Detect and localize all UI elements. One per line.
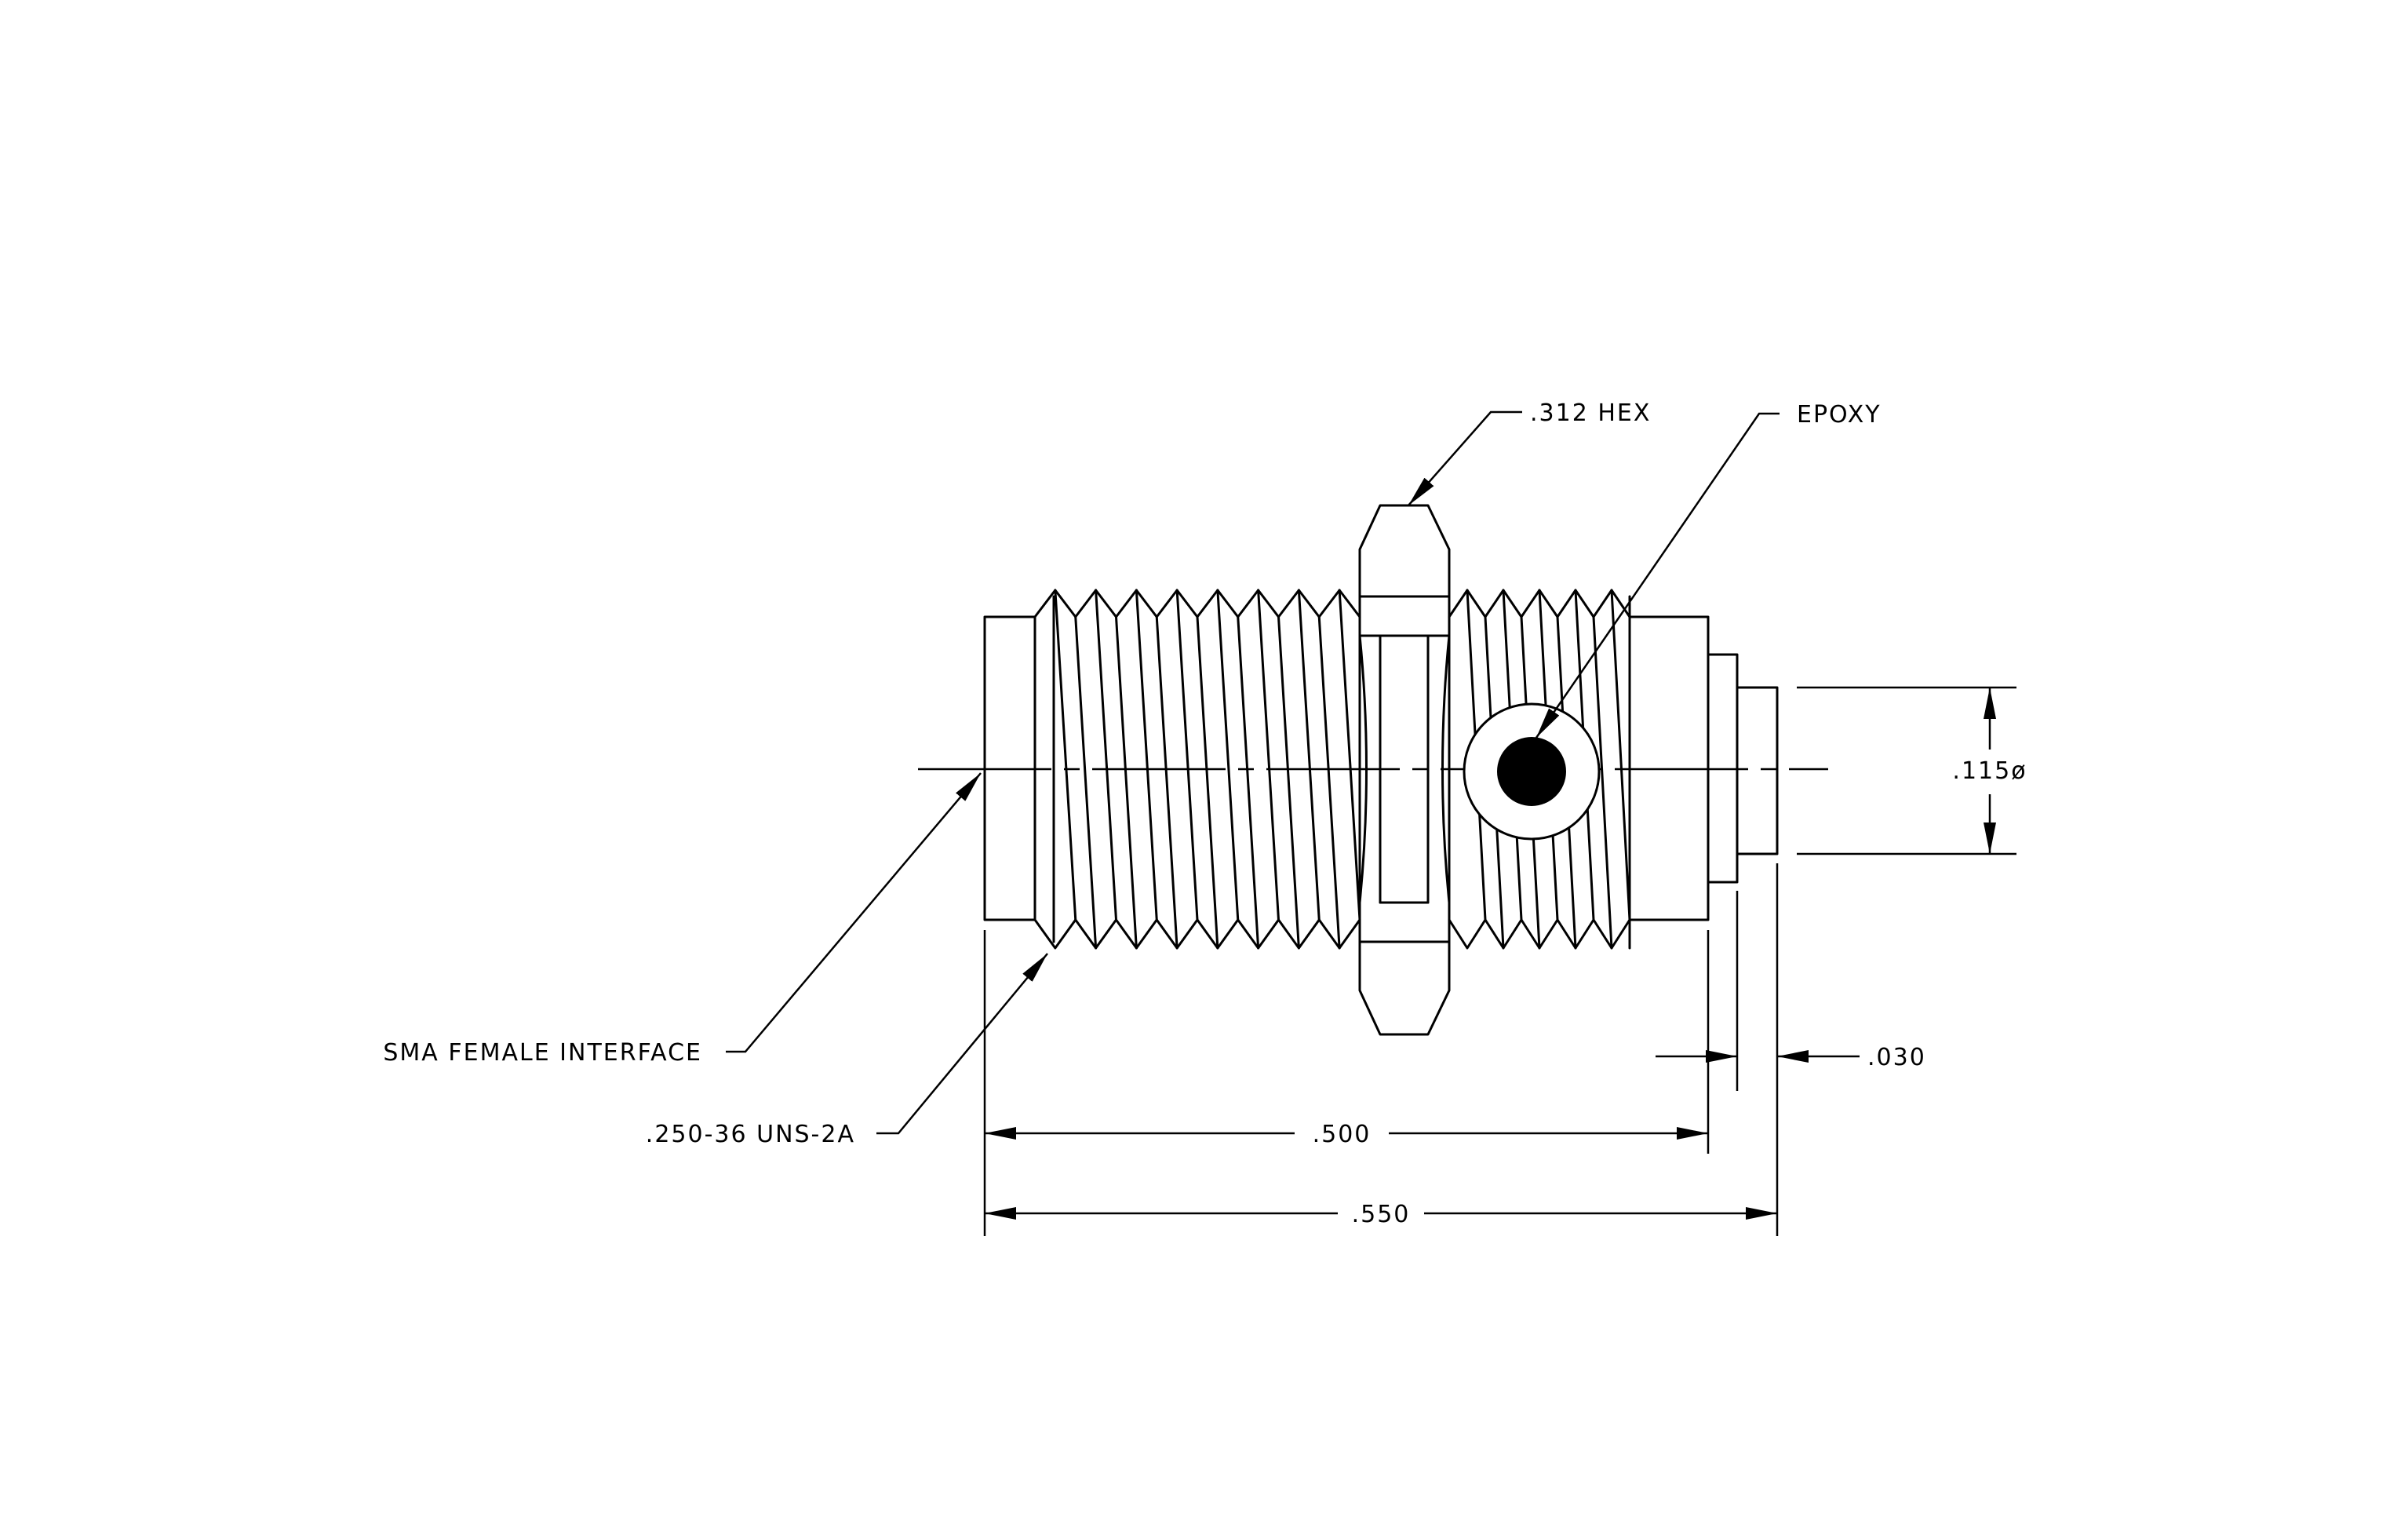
sma-leader — [726, 772, 982, 1053]
hex-label: .312 HEX — [1530, 399, 1651, 427]
pin-body — [1736, 686, 1779, 855]
hex-leader — [1408, 410, 1522, 506]
epoxy-label: EPOXY — [1797, 401, 1882, 429]
sma-label: SMA FEMALE INTERFACE — [383, 1039, 702, 1067]
dim-500-label: .500 — [1313, 1121, 1372, 1148]
epoxy-leader — [1535, 412, 1780, 739]
dim-115-label: .115ø — [1952, 757, 2027, 785]
hex-nut — [1358, 504, 1451, 1036]
dim-550-label: .550 — [1352, 1201, 1411, 1228]
thread-label: .250-36 UNS-2A — [646, 1121, 855, 1148]
dim-030-label: .030 — [1867, 1044, 1926, 1071]
extension-lines — [983, 686, 2016, 1236]
thread-leader — [876, 953, 1048, 1135]
epoxy-fill — [1497, 737, 1566, 806]
